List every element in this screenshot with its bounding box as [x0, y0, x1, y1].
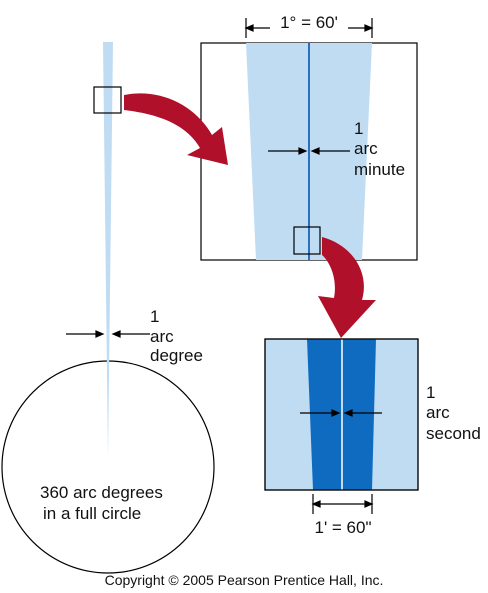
circle-caption-line1: 360 arc degrees	[40, 483, 163, 502]
degree-width-label-bg	[270, 12, 348, 34]
copyright-notice: Copyright © 2005 Pearson Prentice Hall, …	[105, 572, 384, 588]
arc-degree-word1: arc	[150, 327, 174, 346]
minute-width-label: 1' = 60"	[314, 518, 371, 537]
minute-width-dimension	[311, 494, 374, 514]
arc-minute-num: 1	[354, 119, 363, 138]
zoom-arrow-1	[124, 93, 228, 165]
minute-panel-border	[264, 338, 419, 491]
circle-caption-line2: in a full circle	[43, 504, 141, 523]
arc-minute-word1: arc	[354, 139, 378, 158]
arc-degree-word2: degree	[150, 346, 203, 365]
degree-width-label: 1° = 60'	[280, 13, 338, 32]
arc-degree-num: 1	[150, 307, 159, 326]
arc-degree-indicator	[66, 330, 150, 338]
arc-second-indicator	[300, 409, 382, 417]
arc-minute-indicator	[268, 147, 350, 155]
arc-second-word1: arc	[426, 403, 450, 422]
zoom-box-degree	[93, 86, 122, 114]
arc-second-num: 1	[426, 383, 435, 402]
degree-wedge	[103, 42, 113, 458]
zoom-box-minute	[293, 226, 321, 255]
arc-second-word2: second	[426, 424, 481, 443]
degree-width-dimension	[244, 18, 374, 38]
zoom-arrow-2	[318, 237, 376, 338]
arc-minute-word2: minute	[354, 160, 405, 179]
